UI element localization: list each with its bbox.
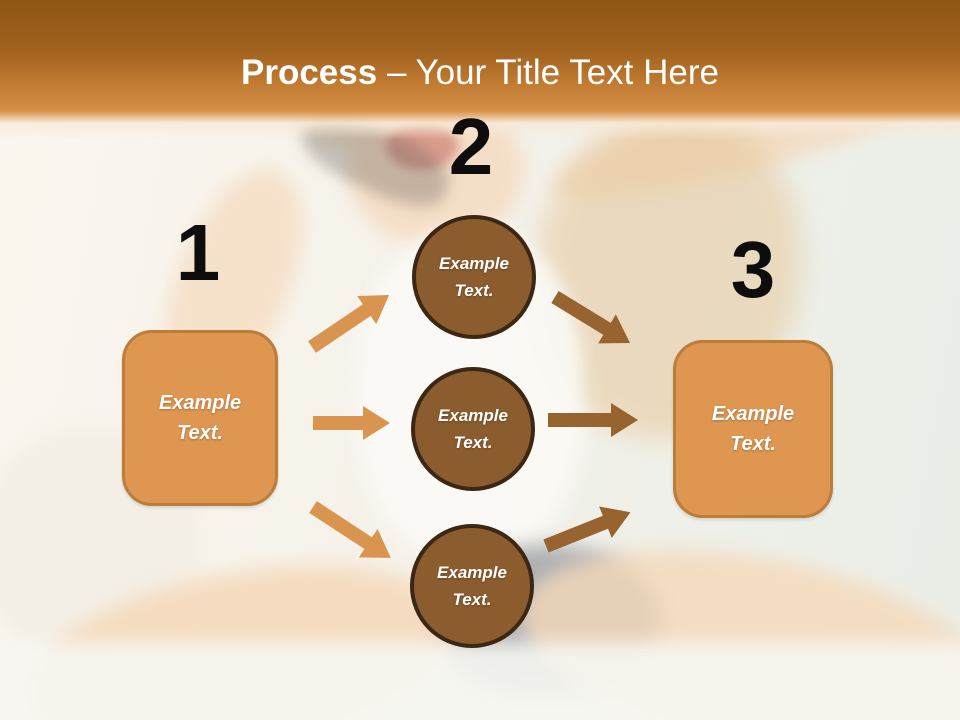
step-number-1: 1: [175, 208, 221, 297]
process-box-3-label: Example Text.: [711, 403, 795, 455]
arrow-left-to-circle-2: [313, 406, 390, 440]
arrow-circle-2-to-right: [548, 403, 638, 437]
process-circle-1: Example Text.: [412, 215, 536, 339]
slide-title: Process – Your Title Text Here: [0, 53, 960, 93]
arrow-circle-3-to-right: [543, 506, 631, 553]
process-circle-3-label: Example Text.: [437, 563, 507, 609]
title-banner: [0, 0, 960, 150]
step-number-3: 3: [730, 225, 776, 314]
process-circle-2-label: Example Text.: [438, 406, 508, 452]
step-number-2: 2: [448, 102, 494, 191]
process-circle-3: Example Text.: [410, 524, 534, 648]
arrow-circle-1-to-right: [551, 291, 631, 344]
process-box-1-label: Example Text.: [158, 392, 242, 444]
slide-title-emphasis: Process: [240, 53, 378, 92]
process-circle-1-label: Example Text.: [439, 254, 509, 300]
slide-title-rest: – Your Title Text Here: [386, 53, 719, 92]
arrow-left-to-circle-3: [309, 501, 391, 558]
process-box-1: Example Text.: [122, 330, 278, 506]
process-circle-2: Example Text.: [411, 367, 535, 491]
photo-couch-blob: [0, 642, 960, 720]
process-box-3: Example Text.: [673, 340, 833, 518]
arrow-left-to-circle-1: [308, 294, 390, 353]
